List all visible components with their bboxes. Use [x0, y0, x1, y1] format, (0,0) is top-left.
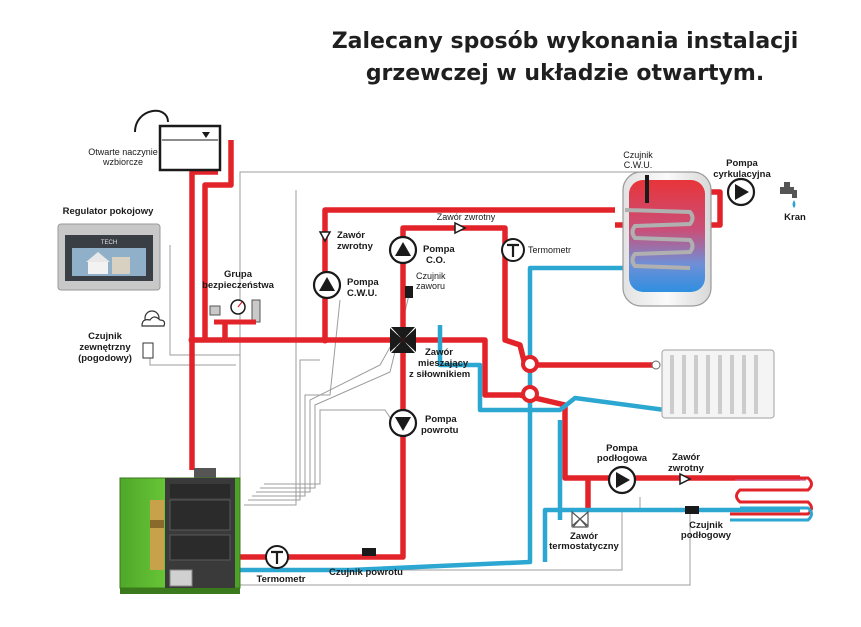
- thermometer-bottom: [265, 545, 289, 569]
- return-sensor: [362, 548, 376, 556]
- diagram-title-line1: Zalecany sposób wykonania instalacji: [332, 29, 799, 54]
- circ-pump-label-1: Pompa: [726, 158, 758, 169]
- tap-icon: [780, 182, 797, 208]
- pump-return-label-1: Pompa: [425, 414, 457, 425]
- thermostatic-valve: [571, 510, 589, 528]
- ext-sensor-label-3: (pogodowy): [78, 353, 132, 364]
- underfloor-loop: [730, 476, 813, 522]
- pump-co-label-1: Pompa: [423, 244, 455, 255]
- pump-cwu-label-2: C.W.U.: [347, 288, 377, 299]
- check-valve-top-label: Zawór zwrotny: [437, 212, 496, 222]
- floor-pump-label-1: Pompa: [606, 443, 638, 454]
- tank-label-line2: wzbiorcze: [102, 157, 143, 167]
- mixing-label-1: Zawór: [425, 347, 453, 358]
- external-sensor: [142, 342, 154, 359]
- return-sensor-label: Czujnik powrotu: [329, 567, 403, 578]
- pump-co-label-2: C.O.: [426, 255, 446, 266]
- thermo-valve-label-2: termostatyczny: [549, 541, 619, 552]
- floor-check-label-2: zwrotny: [668, 463, 705, 474]
- pump-return-label-2: powrotu: [421, 425, 459, 436]
- safety-group: [209, 299, 261, 325]
- valve-sensor: [405, 286, 413, 298]
- floor-sensor: [685, 506, 699, 514]
- thermometer-top-label: Termometr: [528, 245, 571, 255]
- boiler: [119, 468, 241, 594]
- thermo-valve-label-1: Zawór: [570, 531, 598, 542]
- floor-pump: [607, 465, 637, 495]
- check-valve-label-2: zwrotny: [337, 241, 374, 252]
- ext-sensor-label-2: zewnętrzny: [79, 342, 131, 353]
- thermometer-top: [501, 238, 525, 262]
- tap-label: Kran: [784, 212, 806, 223]
- room-regulator: [57, 223, 161, 291]
- radiator: [651, 349, 775, 419]
- hot-water-cylinder: [622, 171, 712, 307]
- regulator-brand: TECH: [101, 240, 117, 246]
- valve-sensor-label-2: zaworu: [416, 281, 445, 291]
- pipe-junctions: [188, 336, 329, 344]
- circ-pump-label-2: cyrkulacyjna: [713, 169, 771, 180]
- check-valve-cwu: [318, 231, 332, 243]
- safety-label-1: Grupa: [224, 269, 253, 280]
- cwu-sensor-label-2: C.W.U.: [624, 160, 653, 170]
- pump-cwu-label-1: Pompa: [347, 277, 379, 288]
- cwu-sensor-label-1: Czujnik: [623, 150, 653, 160]
- floor-pump-label-2: podłogowa: [597, 453, 648, 464]
- pump-co: [388, 235, 418, 265]
- floor-check-label-1: Zawór: [672, 452, 700, 463]
- diagram-title-line2: grzewczej w układzie otwartym.: [366, 61, 764, 86]
- thermometer-bottom-label: Termometr: [257, 574, 306, 585]
- regulator-label: Regulator pokojowy: [63, 206, 155, 217]
- floor-check-valve: [679, 472, 692, 486]
- pump-return: [388, 408, 418, 438]
- mixing-label-2: mieszający: [418, 358, 469, 369]
- safety-label-2: bezpieczeństwa: [202, 280, 275, 291]
- weather-icon: [141, 310, 166, 327]
- check-valve-label-1: Zawór: [337, 230, 365, 241]
- pump-cwu: [312, 270, 342, 300]
- mixing-label-3: z siłownikiem: [409, 369, 470, 380]
- check-valve-top: [454, 221, 467, 235]
- floor-sensor-label-2: podłogowy: [681, 530, 732, 541]
- pipe-crossings: [521, 355, 539, 403]
- cold-pipes: [240, 265, 800, 573]
- valve-sensor-label-1: Czujnik: [416, 271, 446, 281]
- tank-label-line1: Otwarte naczynie: [88, 147, 158, 157]
- circulation-pump: [726, 177, 756, 207]
- mixing-valve: [390, 327, 416, 353]
- floor-sensor-label-1: Czujnik: [689, 520, 723, 531]
- expansion-tank: [134, 109, 222, 172]
- ext-sensor-label-1: Czujnik: [88, 331, 122, 342]
